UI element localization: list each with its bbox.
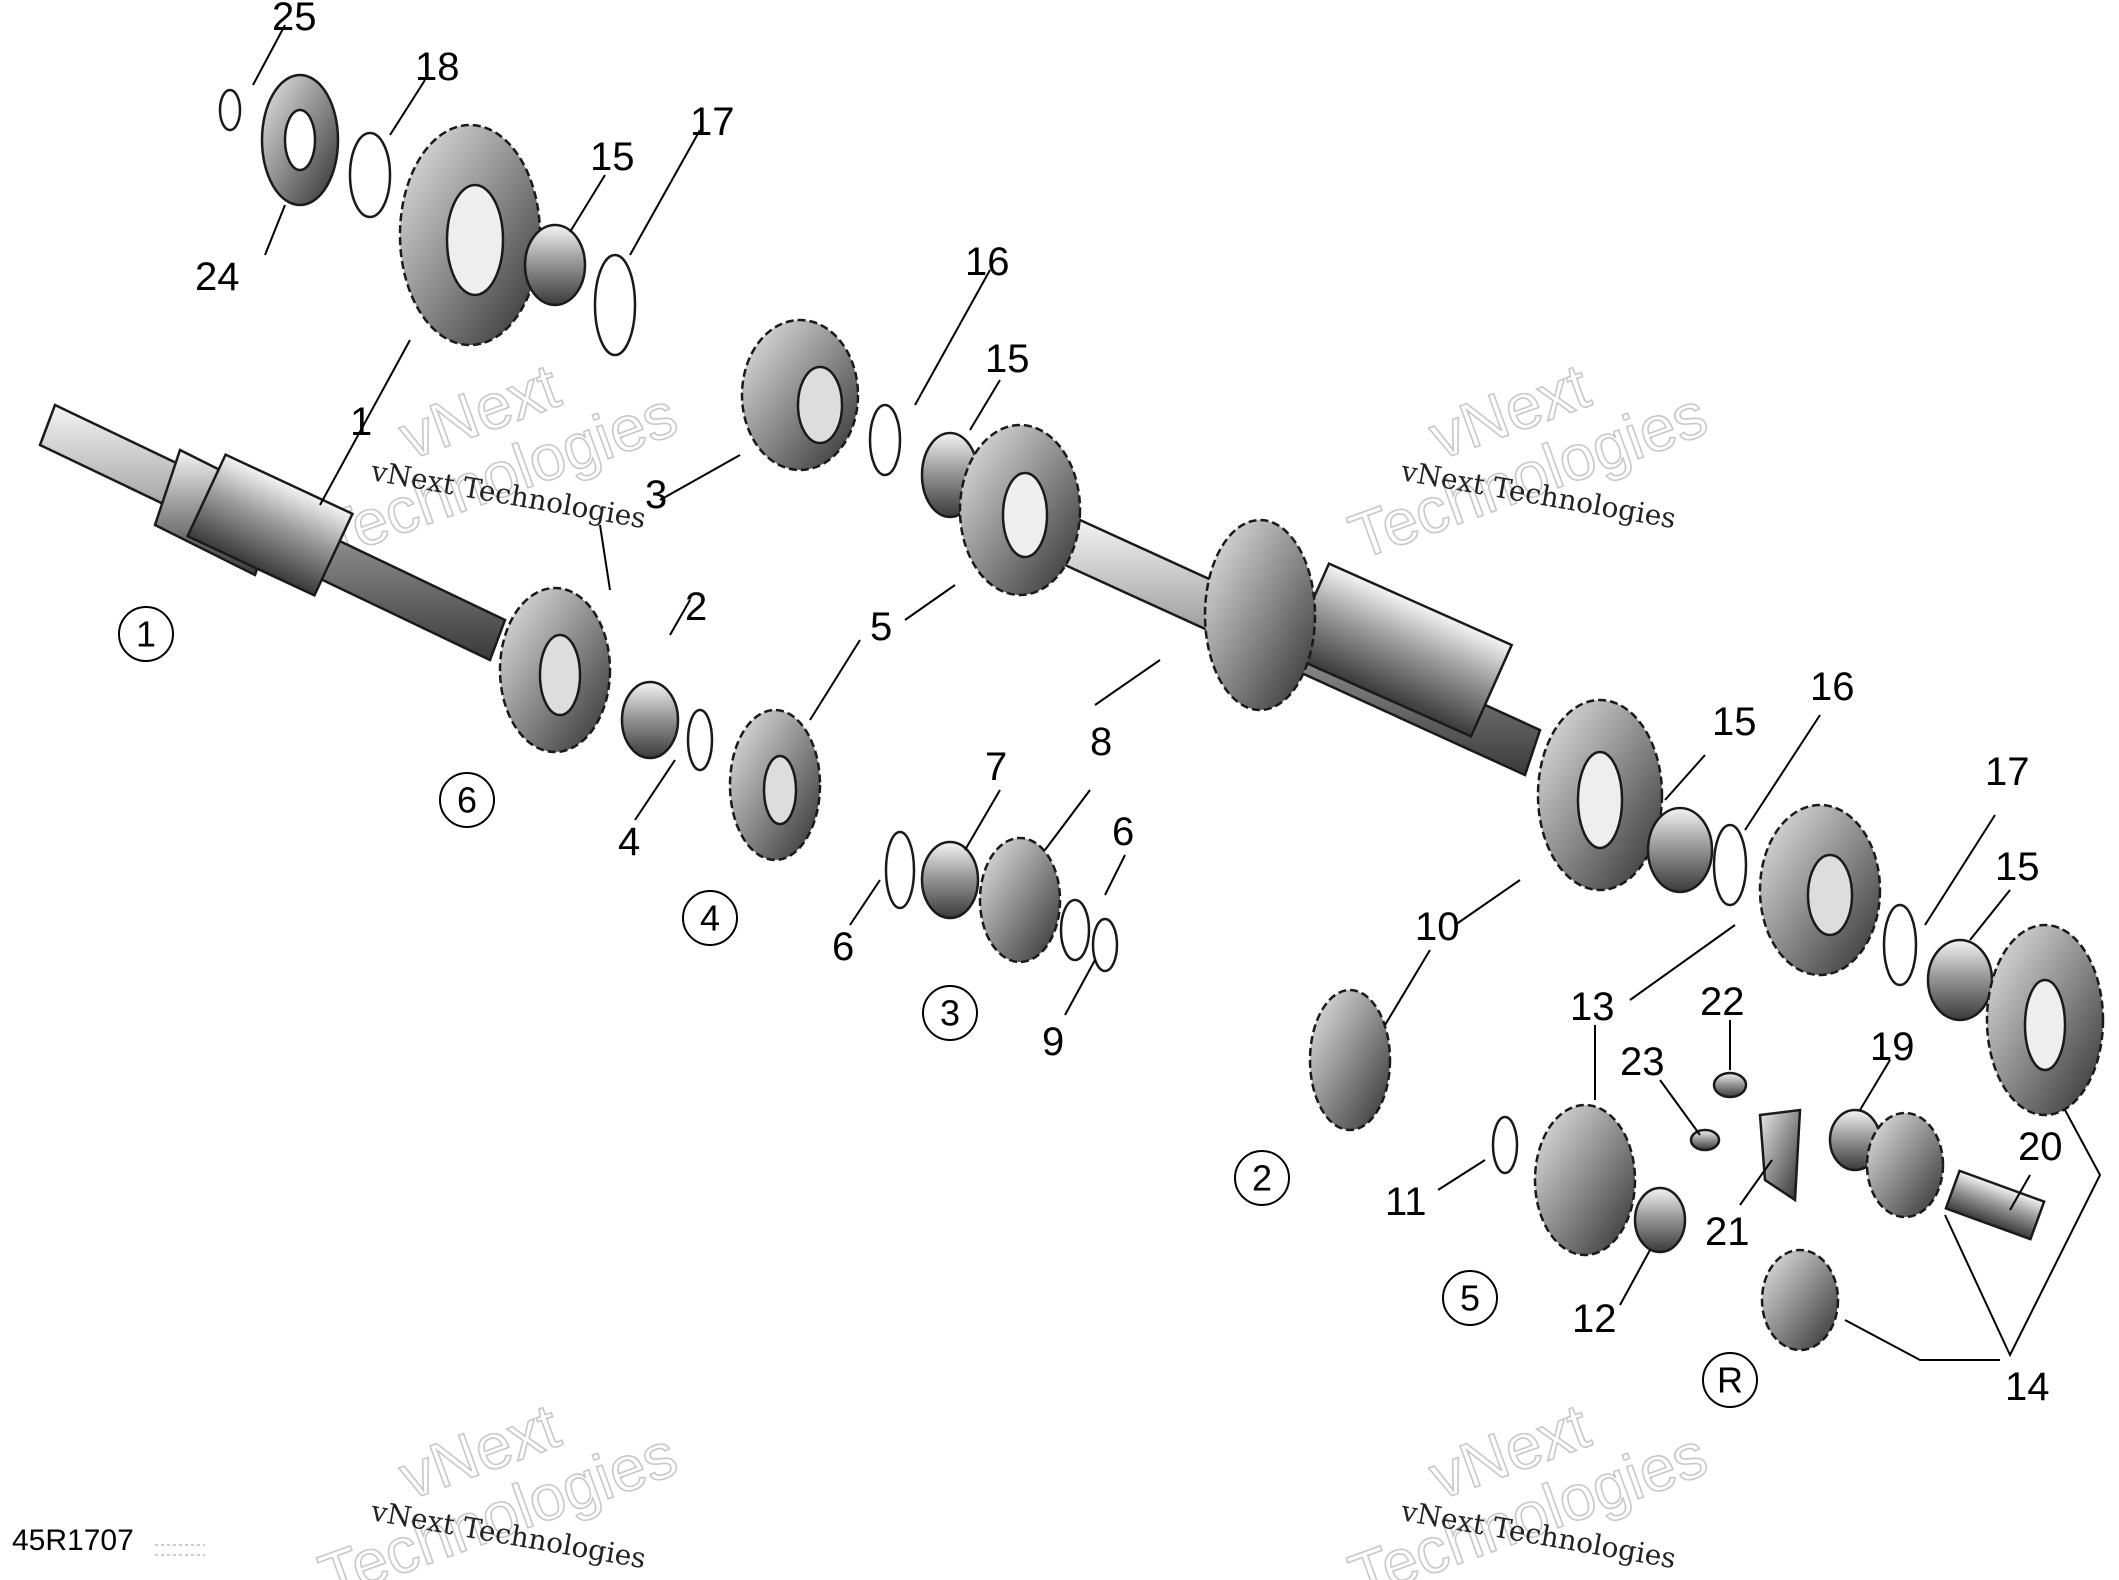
callout-4: 4 xyxy=(618,820,640,864)
gear-5-top xyxy=(958,423,1082,597)
watermark-bottom-right: vNext Technologies vNext Technologies xyxy=(1339,1389,1716,1580)
svg-text:5: 5 xyxy=(1460,1278,1480,1319)
gear-3 xyxy=(740,318,980,519)
gear-label-r: R xyxy=(1702,1352,1758,1408)
callout-1: 1 xyxy=(350,400,372,444)
circled-gear-labels: 1 6 4 3 2 5 R xyxy=(118,606,1758,1408)
watermark-bottom-left: vNext Technologies vNext Technologies xyxy=(309,1389,686,1580)
gear-4 xyxy=(728,708,822,862)
gear-label-3: 3 xyxy=(922,985,978,1041)
svg-text:4: 4 xyxy=(700,898,720,939)
callout-16: 16 xyxy=(1810,665,1855,709)
watermark-top-left: vNext Technologies vNext Technologies xyxy=(309,349,686,574)
callout-10: 10 xyxy=(1415,905,1460,949)
gear-8-counter xyxy=(1203,518,1317,712)
gear-3-lower xyxy=(884,830,1119,973)
callout-8: 8 xyxy=(1090,720,1112,764)
watermark-top-right: vNext Technologies vNext Technologies xyxy=(1339,349,1716,574)
gear-label-6: 6 xyxy=(439,772,495,828)
callout-7: 7 xyxy=(985,745,1007,789)
callout-11: 11 xyxy=(1385,1180,1427,1224)
svg-text:1: 1 xyxy=(136,614,156,655)
callout-18: 18 xyxy=(415,45,460,89)
svg-text:3: 3 xyxy=(940,993,960,1034)
reverse-gear-set xyxy=(1689,1071,2046,1352)
callout-22: 22 xyxy=(1700,980,1745,1024)
callout-3: 3 xyxy=(645,473,667,517)
gear-label-5: 5 xyxy=(1442,1270,1498,1326)
callout-24: 24 xyxy=(195,255,240,299)
leader-lines xyxy=(252,24,2102,1361)
main-shaft xyxy=(38,403,507,662)
callout-20: 20 xyxy=(2018,1125,2063,1169)
gear-18-24-bearing-stack xyxy=(218,73,392,219)
gear-13 xyxy=(1758,803,1994,1022)
callout-19: 19 xyxy=(1870,1025,1915,1069)
callout-15: 15 xyxy=(590,135,635,179)
callout-12: 12 xyxy=(1572,1297,1617,1341)
callout-5: 5 xyxy=(870,605,892,649)
callout-23: 23 xyxy=(1620,1040,1665,1084)
gear-label-1: 1 xyxy=(118,606,174,662)
gear-10 xyxy=(1536,698,1748,907)
gear-label-2: 2 xyxy=(1234,1150,1290,1206)
gear-5-lower xyxy=(1491,1103,1687,1257)
svg-text:6: 6 xyxy=(457,780,477,821)
callout-6: 6 xyxy=(1112,810,1134,854)
callout-15: 15 xyxy=(985,337,1030,381)
reference-code: 45R1707 xyxy=(12,1524,205,1557)
callout-21: 21 xyxy=(1705,1210,1750,1254)
svg-text:2: 2 xyxy=(1252,1158,1272,1199)
gear-label-4: 4 xyxy=(682,890,738,946)
callouts: 25 18 24 15 17 1 16 15 3 2 5 4 7 8 6 6 9… xyxy=(195,0,2063,1409)
callout-16: 16 xyxy=(965,240,1010,284)
callout-25: 25 xyxy=(272,0,317,39)
callout-6: 6 xyxy=(832,925,854,969)
callout-9: 9 xyxy=(1042,1020,1064,1064)
callout-2: 2 xyxy=(685,585,707,629)
svg-text:45R1707: 45R1707 xyxy=(12,1524,134,1557)
gear-6 xyxy=(498,586,714,772)
callout-13: 13 xyxy=(1570,985,1615,1029)
gear-right-large xyxy=(1985,923,2105,1117)
callout-15: 15 xyxy=(1712,700,1757,744)
gear-2 xyxy=(1308,988,1392,1132)
callout-17: 17 xyxy=(1985,750,2030,794)
svg-text:R: R xyxy=(1717,1360,1743,1401)
callout-17: 17 xyxy=(690,100,735,144)
gear-large-top xyxy=(398,123,637,357)
callout-15: 15 xyxy=(1995,845,2040,889)
callout-14: 14 xyxy=(2005,1365,2050,1409)
